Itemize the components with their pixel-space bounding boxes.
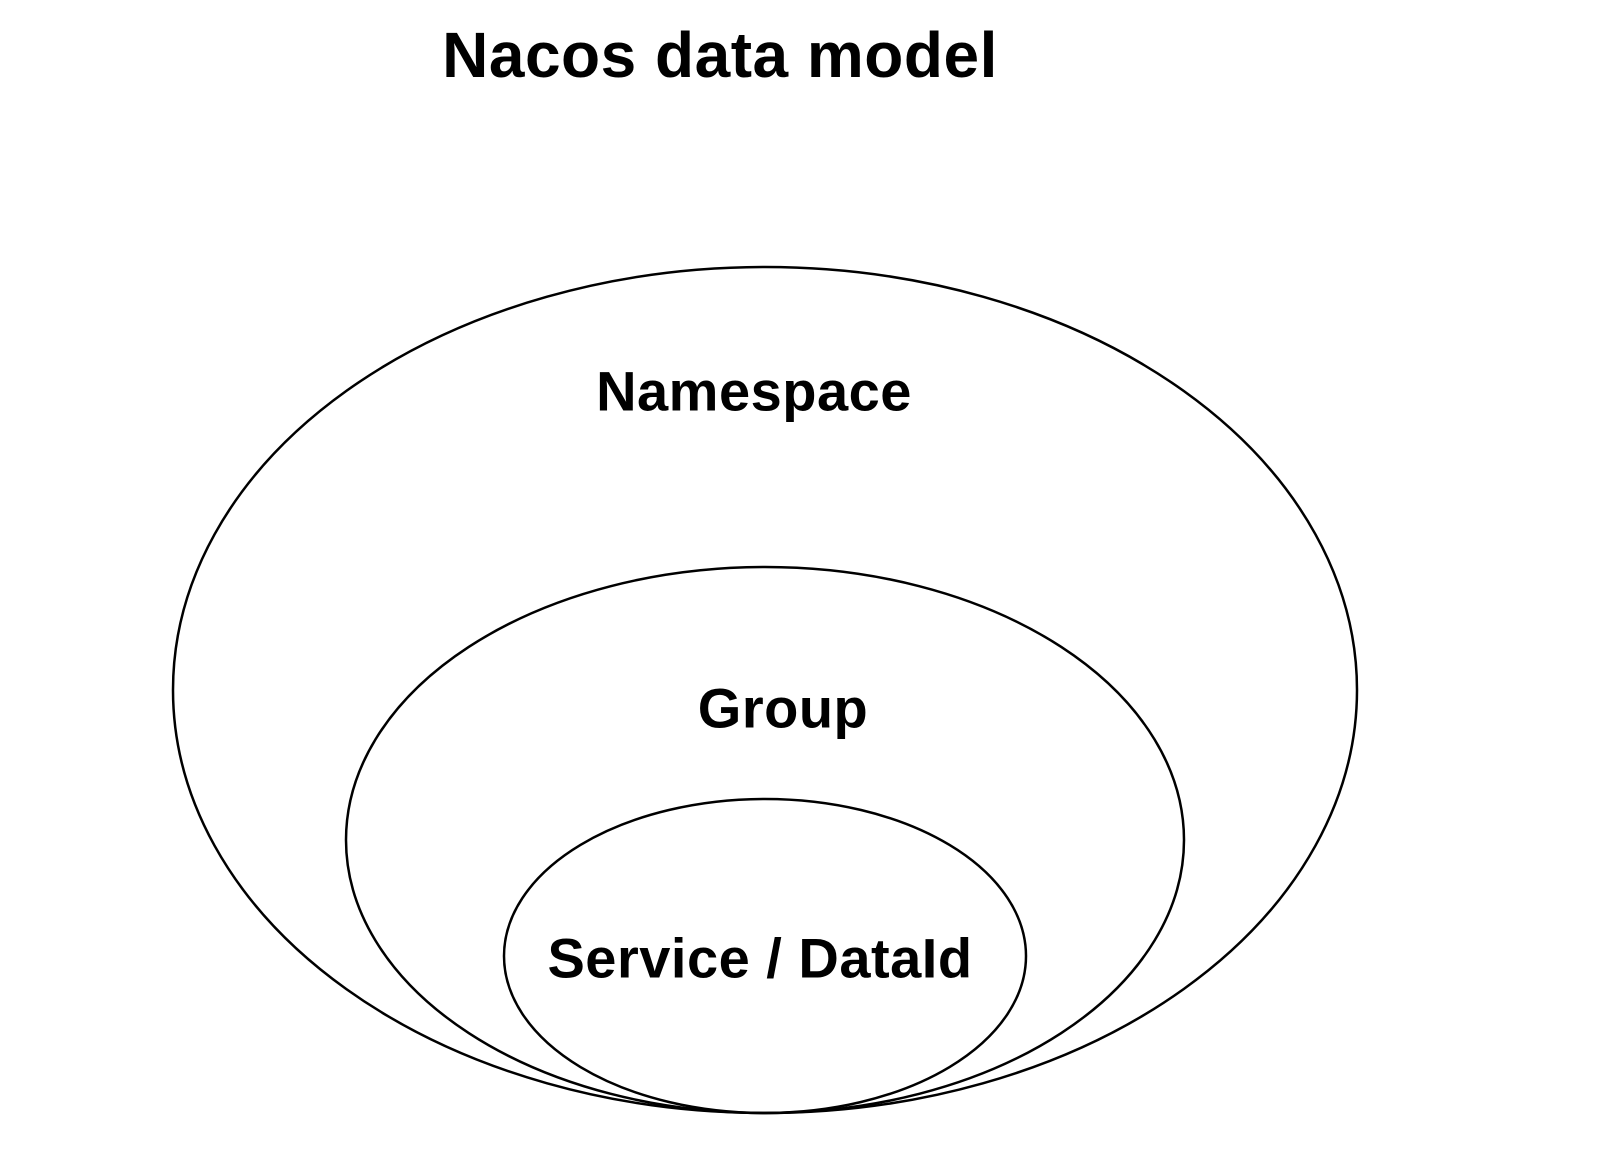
group-label: Group bbox=[697, 676, 869, 740]
service-dataid-ellipse bbox=[502, 797, 1028, 1115]
page-title: Nacos data model bbox=[442, 19, 998, 91]
group-ellipse bbox=[344, 565, 1186, 1115]
namespace-label: Namespace bbox=[596, 359, 912, 423]
service-dataid-label: Service / DataId bbox=[547, 926, 973, 990]
